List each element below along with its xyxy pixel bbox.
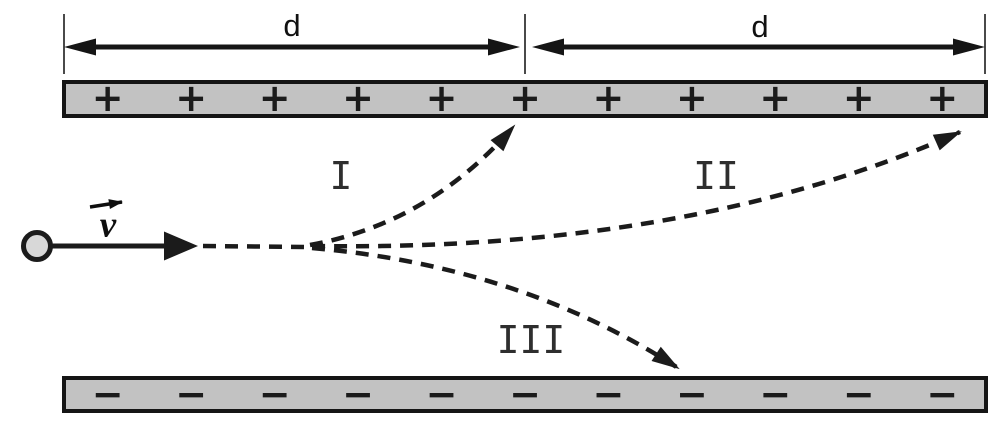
minus-charge-symbol: −: [175, 371, 208, 416]
plus-charge-symbol: +: [425, 76, 458, 120]
plus-charge-symbol: +: [675, 76, 708, 120]
vector-arrow-icon: [89, 199, 123, 209]
top-plate-positive: + + + + + + + + + + +: [62, 76, 988, 120]
plus-charge-symbol: +: [91, 76, 124, 120]
minus-charge-symbol: −: [509, 371, 541, 416]
velocity-arrow: [52, 231, 309, 261]
minus-charge-symbol: −: [425, 371, 458, 416]
trajectory-label-2: II: [693, 154, 739, 198]
plus-charge-symbol: +: [592, 76, 625, 120]
plus-charge-symbol: +: [509, 76, 541, 120]
bottom-plate-negative: −−−−−−−−−−−: [62, 371, 988, 416]
arrowhead-right-icon: [488, 38, 520, 56]
charged-particle: [21, 230, 53, 262]
minus-charge-symbol: −: [592, 371, 625, 416]
entry-dashed-line: [202, 243, 309, 250]
dimension-label-d-right: d: [751, 9, 769, 44]
arrowhead-left-icon: [532, 38, 564, 56]
minus-charge-symbol: −: [842, 371, 875, 416]
dimension-label-d-left: d: [283, 8, 301, 43]
plus-charge-symbol: +: [258, 76, 291, 120]
plus-charge-symbol: +: [842, 76, 875, 120]
dimension-arrow-left: [64, 38, 520, 56]
minus-charge-symbol: −: [675, 371, 708, 416]
minus-charge-symbol: −: [342, 371, 374, 416]
plus-charge-symbol: +: [759, 76, 792, 120]
plus-charge-symbol: +: [342, 76, 374, 120]
minus-charge-symbol: −: [91, 371, 124, 416]
minus-charge-symbol: −: [926, 371, 959, 416]
trajectory-label-1: I: [329, 154, 353, 198]
dimension-arrow-right: [532, 38, 985, 56]
arrowhead-right-icon: [953, 38, 985, 56]
velocity-arrowhead-icon: [164, 231, 198, 261]
arrowhead-left-icon: [64, 38, 96, 56]
trajectory-path-2: [311, 129, 962, 249]
minus-charge-symbol: −: [258, 371, 291, 416]
dimension-ticks: [63, 14, 986, 74]
trajectory-path-1: [309, 124, 516, 248]
plus-charge-symbol: +: [926, 76, 959, 120]
trajectory-path-3: [311, 245, 680, 370]
plus-charge-symbol: +: [175, 76, 208, 120]
velocity-label: v: [99, 204, 117, 246]
trajectory-label-3: III: [496, 318, 566, 362]
minus-charge-symbol: −: [759, 371, 792, 416]
